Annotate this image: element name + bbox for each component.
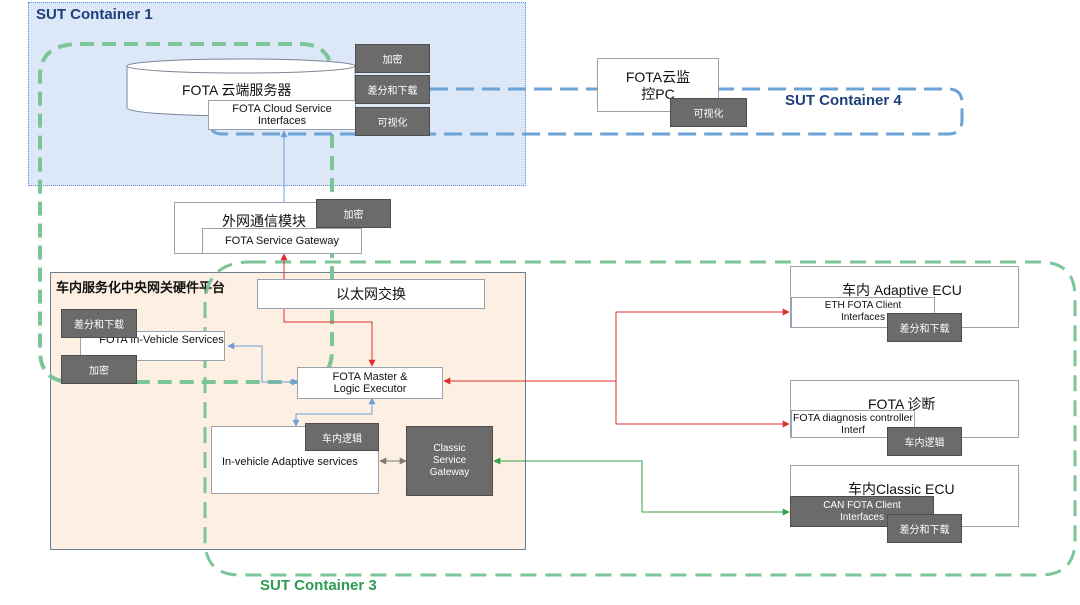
cloud-tag-encrypt: 加密 xyxy=(355,44,430,73)
external-comm-module-title: 外网通信模块 xyxy=(222,213,306,229)
platform-tag-diff-download: 差分和下载 xyxy=(61,309,137,338)
classic-service-gateway: Classic Service Gateway xyxy=(406,426,493,496)
classic-ecu-tag: 差分和下载 xyxy=(887,514,962,543)
platform-title: 车内服务化中央网关硬件平台 xyxy=(56,280,226,295)
cloud-monitor-pc-title: FOTA云监控PC xyxy=(625,69,691,102)
cloud-server-title: FOTA 云端服务器 xyxy=(182,82,292,98)
arrow-master-to-diag xyxy=(615,381,790,428)
sut-container-3-label: SUT Container 3 xyxy=(260,577,377,594)
cloud-tag-diff-download: 差分和下载 xyxy=(355,75,430,104)
platform-tag-encrypt: 加密 xyxy=(61,355,137,384)
fota-service-gateway: FOTA Service Gateway xyxy=(202,228,362,254)
green-dashed-container-outer xyxy=(38,42,334,384)
adaptive-ecu-tag: 差分和下载 xyxy=(887,313,962,342)
fota-master-logic-executor: FOTA Master & Logic Executor xyxy=(297,367,443,399)
diagnosis-tag: 车内逻辑 xyxy=(887,427,962,456)
can-fota-client-interfaces: CAN FOTA Client Interfaces xyxy=(790,496,934,527)
ethernet-switch-label: 以太网交换 xyxy=(336,286,406,302)
arrow-classic-gateway-to-classic-ecu xyxy=(493,457,790,516)
fota-diagnosis-interfaces-label: FOTA diagnosis controller Interf xyxy=(792,412,914,436)
gateway-tag-encrypt: 加密 xyxy=(316,199,391,228)
arrow-services-to-master xyxy=(227,342,299,386)
eth-fota-client-interfaces-label: ETH FOTA Client Interfaces xyxy=(824,300,902,323)
cloud-service-interfaces-label: FOTA Cloud Service Interfaces xyxy=(232,103,332,127)
fota-diagnosis-title: FOTA 诊断 xyxy=(868,396,936,412)
monitor-tag-visualization: 可视化 xyxy=(670,98,747,127)
cloud-tag-visualization: 可视化 xyxy=(355,107,430,136)
classic-ecu-title: 车内Classic ECU xyxy=(848,481,955,497)
can-fota-client-interfaces-label: CAN FOTA Client Interfaces xyxy=(823,499,901,523)
classic-service-gateway-label: Classic Service Gateway xyxy=(429,443,470,478)
sut-container-1-label: SUT Container 1 xyxy=(36,6,153,23)
sut-container-4-outline xyxy=(208,87,964,136)
sut-container-3-outline xyxy=(203,260,1077,577)
fota-master-logic-executor-label: FOTA Master & Logic Executor xyxy=(332,371,408,395)
arrow-master-to-adaptive xyxy=(292,397,376,427)
sut-container-4-label: SUT Container 4 xyxy=(785,92,902,109)
in-vehicle-adaptive-services-label: In-vehicle Adaptive services xyxy=(222,456,358,468)
fota-service-gateway-label: FOTA Service Gateway xyxy=(224,235,340,247)
ethernet-switch: 以太网交换 xyxy=(257,279,485,309)
eth-fota-client-interfaces: ETH FOTA Client Interfaces xyxy=(791,297,935,328)
arrow-master-to-ecu xyxy=(443,308,790,385)
cloud-service-interfaces: FOTA Cloud Service Interfaces xyxy=(208,100,356,130)
adaptive-tag-vehicle-logic: 车内逻辑 xyxy=(305,423,379,451)
adaptive-ecu-title: 车内 Adaptive ECU xyxy=(842,282,962,298)
arrow-gateway-to-master xyxy=(280,253,376,367)
